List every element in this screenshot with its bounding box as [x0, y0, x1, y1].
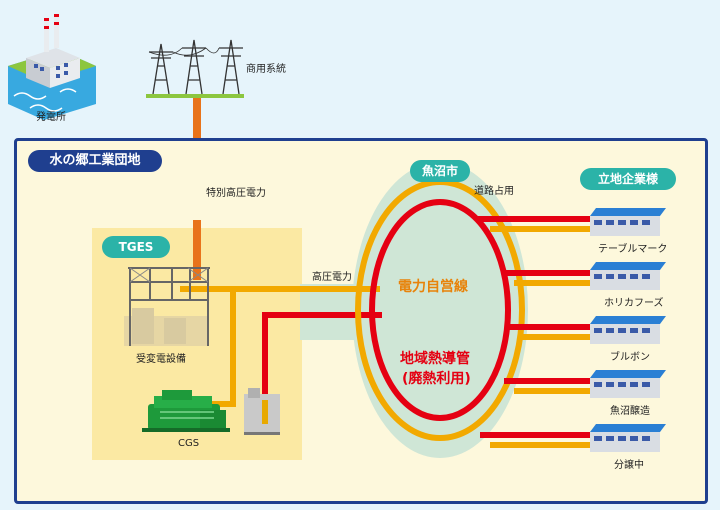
cgs-label: CGS — [178, 438, 200, 449]
heat-line-feed — [262, 312, 382, 318]
road-occupancy-label: 道路占用 — [474, 186, 514, 197]
factory-icons — [590, 208, 666, 452]
transmission-tower-icon — [148, 39, 243, 95]
city-badge: 魚沼市 — [410, 160, 470, 182]
company-label: 分譲中 — [614, 460, 644, 471]
heat-pipe-sublabel: (廃熱利用) — [402, 371, 471, 387]
heat-ring — [369, 199, 511, 421]
park-title: 水の郷工業団地 — [28, 150, 162, 172]
company-label: ホリカフーズ — [604, 298, 664, 309]
city-area — [352, 162, 528, 458]
companies-badge: 立地企業様 — [580, 168, 676, 190]
substation-label: 受変電設備 — [136, 354, 186, 365]
special-high-voltage-label: 特別高圧電力 — [206, 188, 266, 199]
power-line-label: 電力自営線 — [398, 279, 468, 295]
commercial-grid-label: 商用系統 — [246, 64, 286, 75]
company-label: テーブルマーク — [598, 244, 668, 255]
power-plant-icon — [8, 14, 96, 120]
company-label: 魚沼醸造 — [610, 406, 650, 417]
tges-badge: TGES — [102, 236, 170, 258]
power-plant-label: 発電所 — [36, 112, 66, 123]
heat-pipe-label: 地域熱導管 — [400, 351, 470, 367]
branch-lines — [478, 216, 592, 448]
substation-icon — [124, 267, 210, 346]
cgs-icon — [142, 390, 230, 432]
high-voltage-label: 高圧電力 — [312, 272, 352, 283]
power-ring — [355, 179, 525, 441]
heat-exchanger-icon — [244, 388, 280, 435]
high-voltage-line — [180, 286, 380, 292]
company-label: ブルボン — [610, 352, 650, 363]
